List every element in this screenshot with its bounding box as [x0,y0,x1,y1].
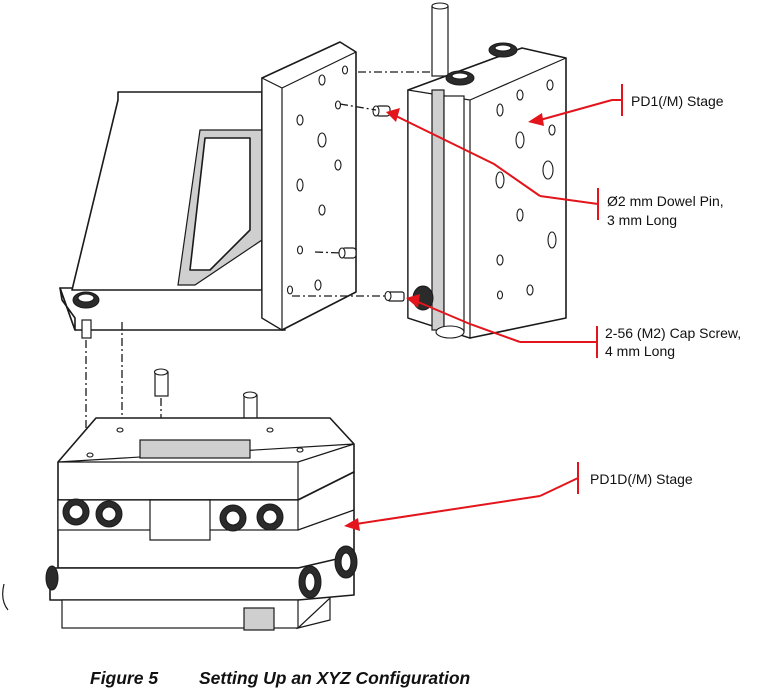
figure-caption: Setting Up an XYZ Configuration [199,668,470,688]
callouts [344,84,623,531]
cap-screw-label-line2: 4 mm Long [605,343,675,359]
figure-number: Figure 5 [90,668,158,688]
pd1-stage-drawing [407,2,567,339]
cap-screw-label-line1: 2-56 (M2) Cap Screw, [605,325,741,341]
dowel-pin-label-line2: 3 mm Long [607,212,677,228]
pd1d-stage-drawing [2,417,358,631]
pd1d-stage-label: PD1D(/M) Stage [590,471,693,487]
dowel-pin-label-line1: Ø2 mm Dowel Pin, [607,193,724,209]
pins-and-screws [153,105,405,420]
angle-bracket [59,41,357,339]
pd1-stage-label: PD1(/M) Stage [631,93,724,109]
